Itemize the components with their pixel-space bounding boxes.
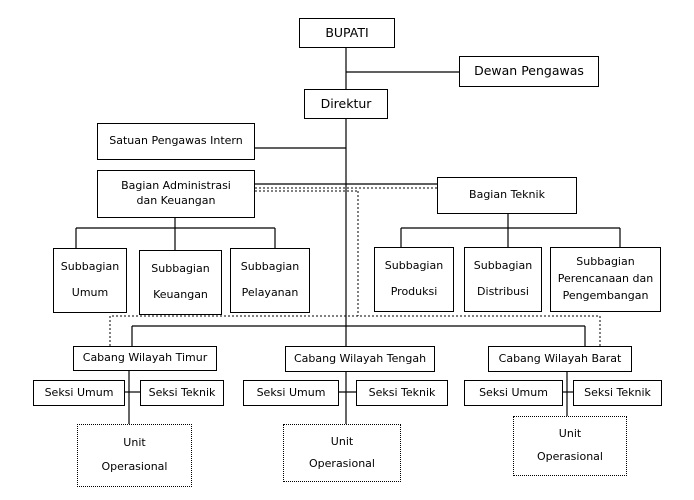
subbagian-perencanaan-line1: Subbagian — [576, 255, 635, 269]
timur-unit-operasional-box: Unit Operasional — [77, 424, 192, 487]
tengah-seksi-teknik-label: Seksi Teknik — [368, 385, 436, 399]
subbagian-pelayanan-box: Subbagian Pelayanan — [230, 248, 310, 313]
timur-seksi-teknik-label: Seksi Teknik — [148, 385, 216, 399]
tengah-unit-operasional-box: Unit Operasional — [283, 424, 401, 482]
spi-label: Satuan Pengawas Intern — [109, 134, 243, 148]
subbagian-umum-line1: Subbagian — [60, 260, 120, 274]
subbagian-distribusi-line2: Distribusi — [477, 284, 529, 298]
subbagian-umum-line2: Umum — [71, 285, 109, 299]
dewan-pengawas-label: Dewan Pengawas — [474, 63, 584, 79]
direktur-box: Direktur — [304, 89, 388, 119]
tengah-unit-line2: Operasional — [309, 456, 375, 470]
cabang-barat-label: Cabang Wilayah Barat — [498, 351, 622, 365]
timur-unit-line2: Operasional — [101, 460, 168, 474]
barat-seksi-teknik-box: Seksi Teknik — [573, 380, 662, 406]
barat-seksi-umum-label: Seksi Umum — [479, 385, 548, 399]
subbagian-produksi-line1: Subbagian — [384, 259, 444, 273]
tengah-unit-line1: Unit — [330, 434, 354, 448]
subbagian-distribusi-box: Subbagian Distribusi — [464, 247, 542, 312]
subbagian-umum-box: Subbagian Umum — [53, 248, 127, 313]
tengah-seksi-umum-box: Seksi Umum — [243, 380, 339, 406]
subbagian-perencanaan-line2: Perencanaan dan — [557, 272, 654, 286]
satuan-pengawas-intern-box: Satuan Pengawas Intern — [97, 123, 255, 160]
cabang-tengah-box: Cabang Wilayah Tengah — [285, 346, 435, 372]
bupati-box: BUPATI — [299, 18, 395, 48]
bagian-teknik-label: Bagian Teknik — [469, 188, 545, 202]
barat-seksi-teknik-label: Seksi Teknik — [584, 385, 651, 399]
subbagian-keuangan-line1: Subbagian — [151, 262, 210, 276]
subbagian-produksi-line2: Produksi — [390, 284, 438, 298]
dotted-cabang-frame — [109, 315, 601, 346]
subbagian-perencanaan-line3: Pengembangan — [562, 289, 649, 303]
bagian-teknik-box: Bagian Teknik — [437, 177, 577, 214]
dewan-pengawas-box: Dewan Pengawas — [459, 56, 599, 87]
subbagian-keuangan-line2: Keuangan — [153, 287, 208, 301]
tengah-seksi-teknik-box: Seksi Teknik — [356, 380, 448, 406]
timur-seksi-umum-box: Seksi Umum — [33, 380, 125, 406]
bagian-admin-line1: Bagian Administrasi — [121, 179, 231, 193]
tengah-seksi-umum-label: Seksi Umum — [256, 385, 326, 399]
barat-unit-line2: Operasional — [537, 450, 603, 464]
barat-unit-operasional-box: Unit Operasional — [513, 416, 627, 476]
cabang-timur-label: Cabang Wilayah Timur — [82, 351, 208, 365]
subbagian-produksi-box: Subbagian Produksi — [374, 247, 454, 312]
subbagian-pelayanan-line2: Pelayanan — [241, 285, 299, 299]
cabang-barat-box: Cabang Wilayah Barat — [488, 346, 632, 372]
subbagian-keuangan-box: Subbagian Keuangan — [139, 250, 222, 315]
bupati-label: BUPATI — [325, 24, 369, 40]
subbagian-distribusi-line1: Subbagian — [473, 259, 533, 273]
subbagian-perencanaan-box: Subbagian Perencanaan dan Pengembangan — [550, 247, 661, 312]
timur-seksi-teknik-box: Seksi Teknik — [140, 380, 224, 406]
subbagian-pelayanan-line1: Subbagian — [240, 260, 300, 274]
barat-unit-line1: Unit — [558, 427, 582, 441]
cabang-tengah-label: Cabang Wilayah Tengah — [293, 351, 427, 365]
bagian-admin-line2: dan Keuangan — [136, 194, 216, 207]
bagian-administrasi-box: Bagian Administrasi dan Keuangan — [97, 170, 255, 218]
timur-unit-line1: Unit — [123, 435, 146, 449]
cabang-timur-box: Cabang Wilayah Timur — [73, 346, 217, 371]
direktur-label: Direktur — [320, 95, 372, 111]
timur-seksi-umum-label: Seksi Umum — [44, 385, 114, 399]
barat-seksi-umum-box: Seksi Umum — [464, 380, 563, 406]
